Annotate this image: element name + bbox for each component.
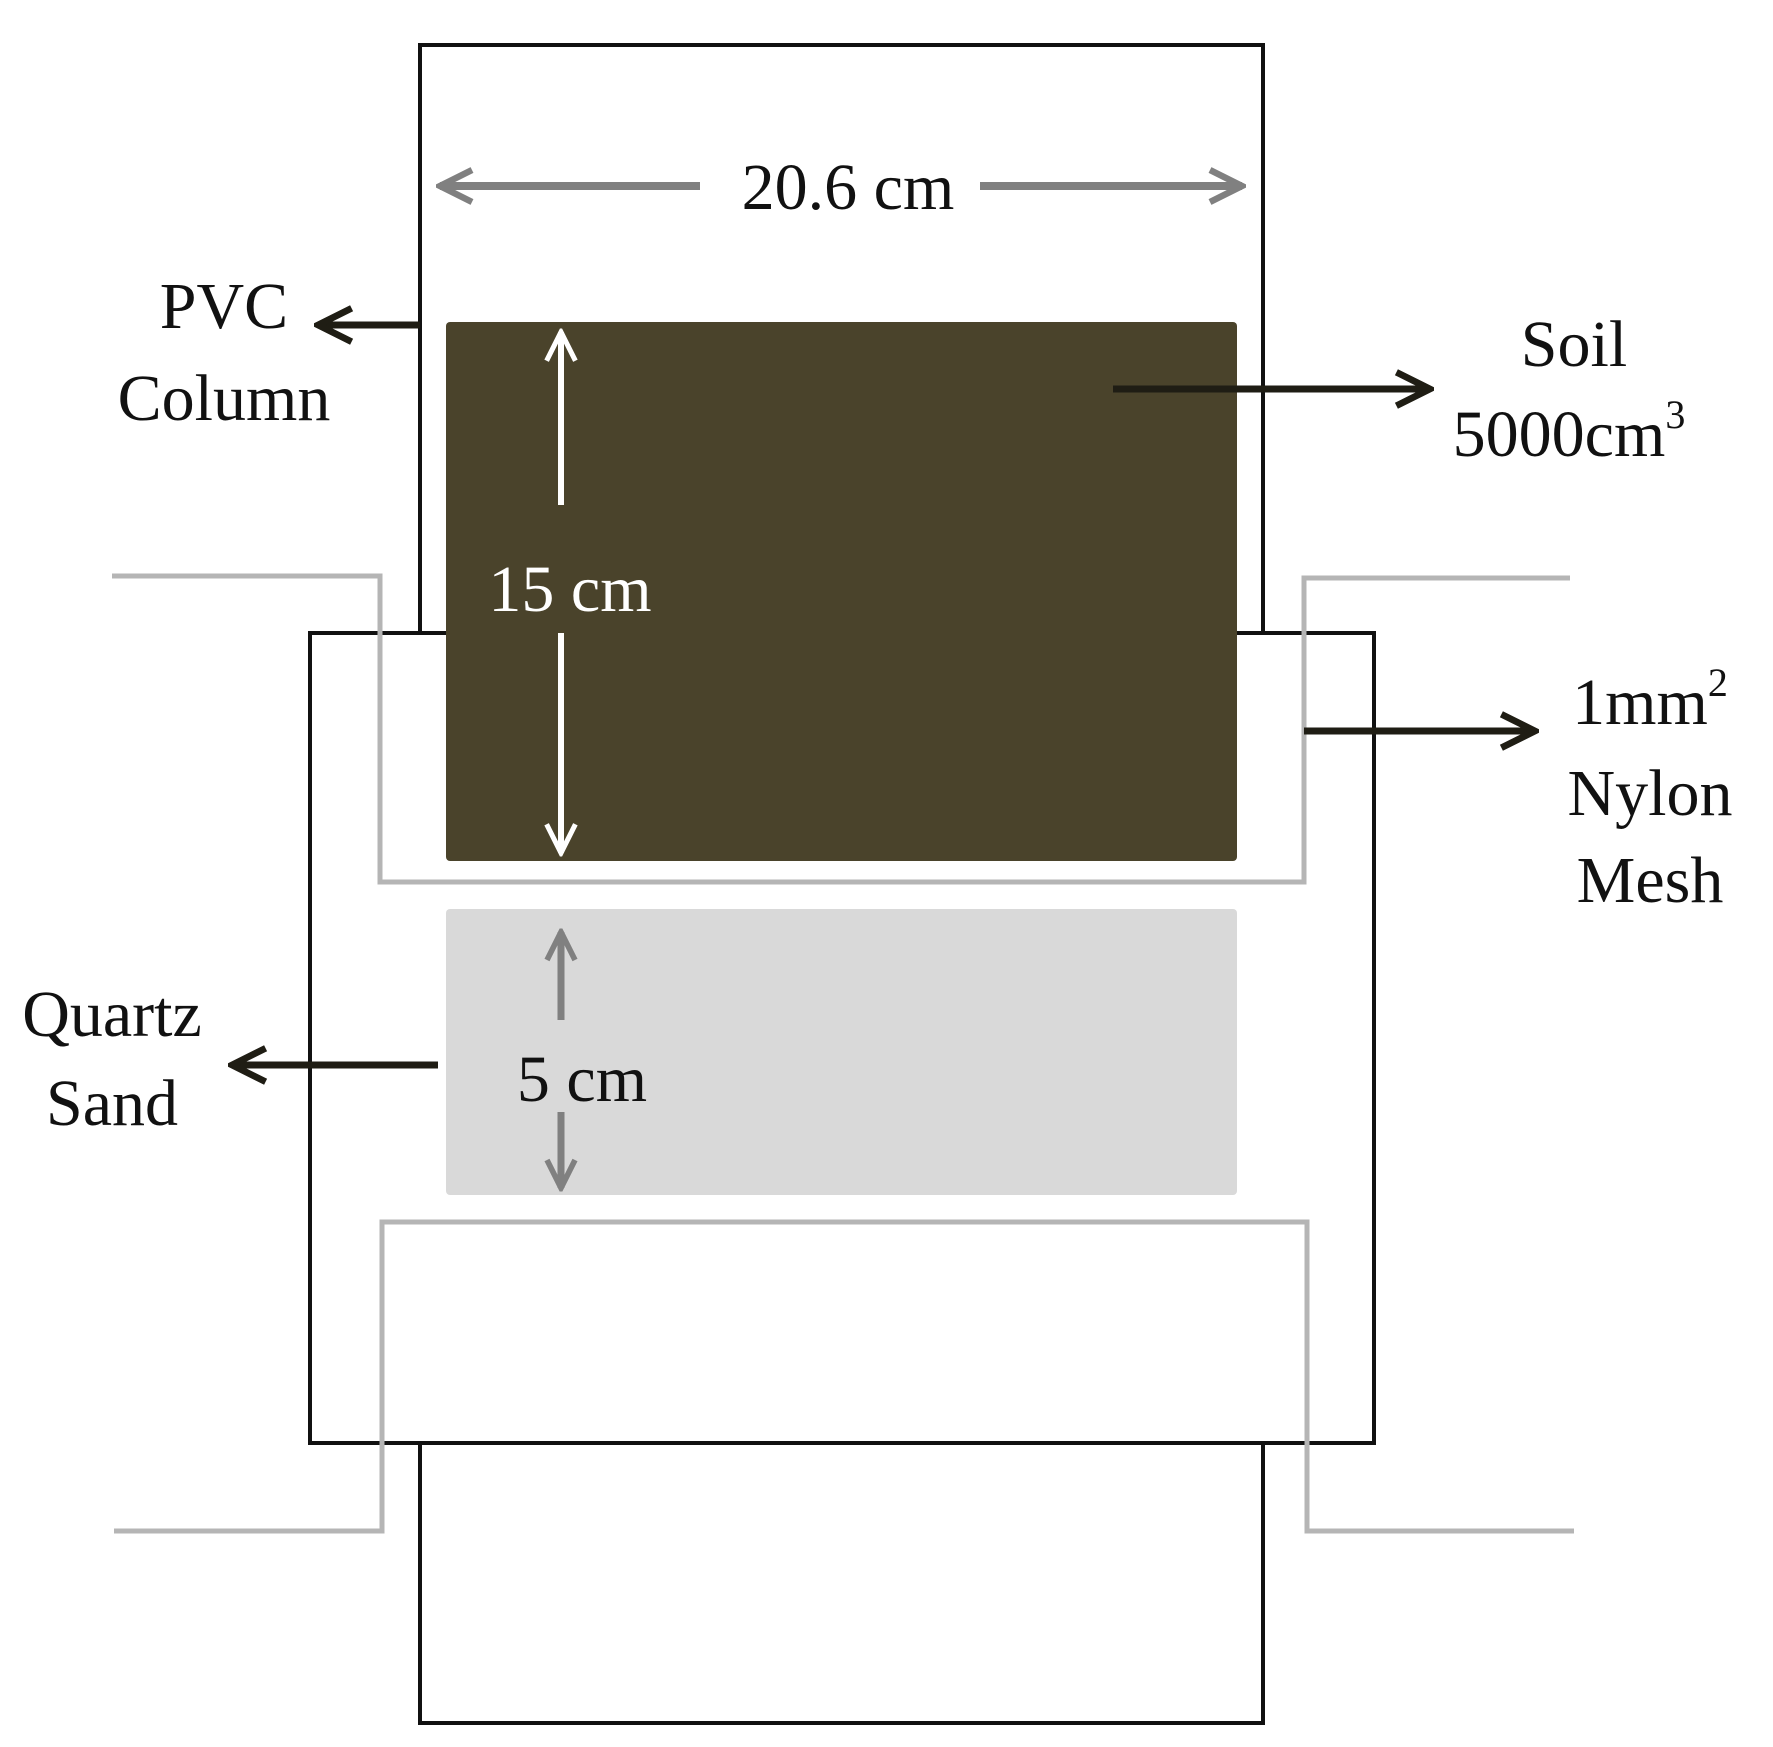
nylon-mesh-lower [114,1219,1574,1534]
soil-label-line1: Soil [1521,308,1627,381]
mesh-size-value: 1mm [1572,666,1708,739]
pvc-column-label-line2: Column [118,362,331,435]
quartz-sand-block [446,909,1237,1195]
width-label: 20.6 cm [742,151,955,224]
soil-volume-label: 5000cm3 [1453,392,1686,471]
mesh-label-line1: 1mm2 [1572,660,1728,739]
quartz-sand-label-line1: Quartz [22,978,202,1051]
pvc-column-lower [418,1438,1265,1725]
soil-volume-value: 5000cm [1453,398,1666,471]
soil-height-label: 15 cm [488,553,651,626]
mesh-label-line3: Mesh [1577,844,1724,917]
mesh-size-exponent: 2 [1708,660,1728,705]
pvc-column-label-line1: PVC [160,270,288,343]
quartz-sand-label-line2: Sand [46,1067,178,1140]
nylon-mesh-upper [112,573,1570,885]
sand-height-label: 5 cm [517,1043,647,1116]
soil-block [446,322,1237,861]
mesh-label-line2: Nylon [1568,757,1733,830]
soil-volume-exponent: 3 [1665,392,1685,437]
